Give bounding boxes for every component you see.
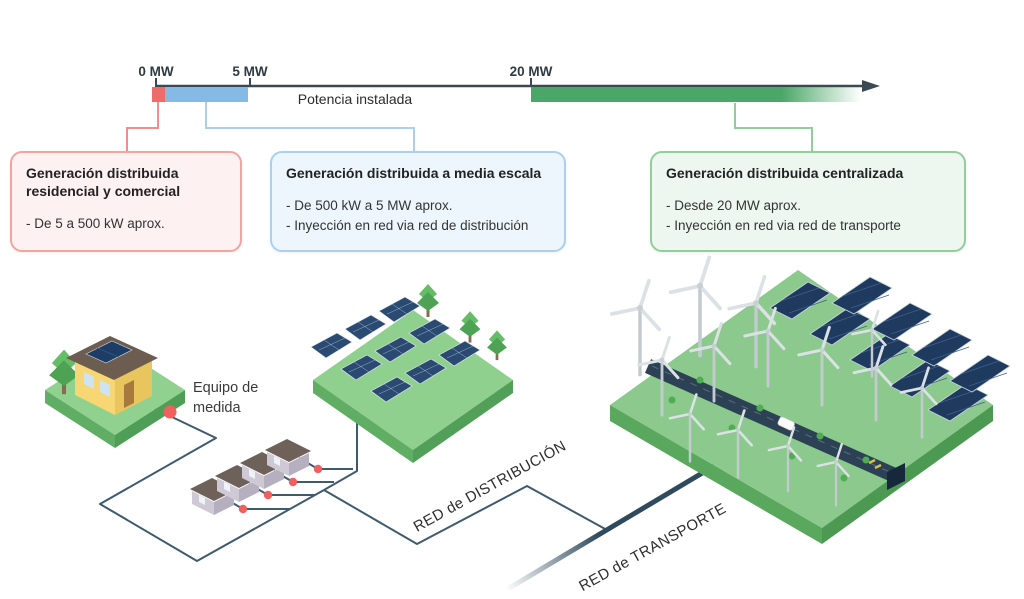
medium-range-bar	[165, 87, 248, 102]
medium-box-title: Generación distribuida a media escala	[286, 165, 542, 181]
centralized-range-bar	[531, 87, 861, 102]
distribution-network-lines	[99, 406, 608, 562]
medium-box-line-1: - De 500 kW a 5 MW aprox.	[286, 198, 453, 214]
plant-road	[644, 359, 900, 483]
neighborhood-houses-illustration	[190, 439, 323, 515]
medium-box-line-2: - Inyección en red via red de distribuci…	[286, 218, 529, 234]
centralized-box-line-2: - Inyección en red via red de transporte	[666, 218, 901, 234]
axis-tick-0mw: 0 MW	[138, 64, 174, 79]
residential-box-line: - De 5 a 500 kW aprox.	[26, 216, 165, 232]
axis-arrow-icon	[862, 80, 880, 92]
power-axis	[152, 78, 880, 102]
distribution-feeder-line	[323, 485, 608, 545]
connection-dots	[238, 464, 323, 514]
transport-line	[504, 463, 716, 593]
axis-tick-5mw: 5 MW	[232, 64, 268, 79]
solar-farm-illustration	[310, 282, 513, 463]
residential-box-title: Generación distribuida residencial y com…	[26, 165, 181, 200]
residential-generation-box: Generación distribuida residencial y com…	[10, 151, 242, 252]
residential-range-bar	[152, 87, 165, 102]
centralized-connector	[734, 103, 813, 151]
centralized-box-line-1: - Desde 20 MW aprox.	[666, 198, 802, 214]
axis-title: Potencia instalada	[297, 91, 413, 107]
meter-dot	[163, 405, 177, 419]
centralized-generation-box: Generación distribuida centralizada - De…	[650, 151, 966, 252]
centralized-box-title: Generación distribuida centralizada	[666, 165, 904, 181]
medium-connector	[205, 102, 415, 151]
residential-connector	[126, 102, 159, 151]
wind-solar-plant-illustration	[610, 255, 1011, 544]
axis-tick-20mw: 20 MW	[509, 64, 553, 79]
residential-house-illustration	[45, 336, 185, 448]
medium-generation-box: Generación distribuida a media escala - …	[270, 151, 566, 252]
rooftop-solar-panel	[85, 340, 133, 364]
meter-label: Equipo de medida	[193, 380, 259, 416]
axis-connectors	[126, 102, 813, 151]
